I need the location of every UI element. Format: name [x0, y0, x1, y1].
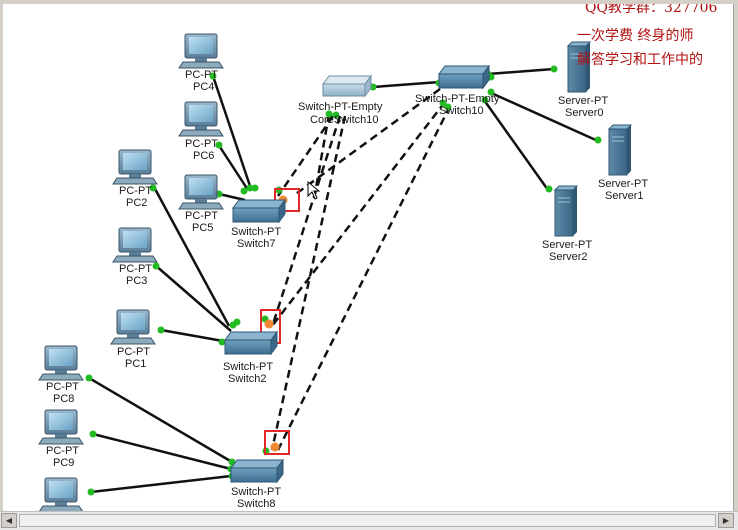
switch10-type: Switch-PT-Empty — [415, 93, 500, 105]
pc3-name: PC3 — [126, 275, 147, 287]
pc9-device: PC-PT PC9 — [38, 409, 84, 469]
uplinks — [270, 87, 452, 451]
link-pc6-switch7 — [216, 143, 250, 191]
server2-name: Server2 — [549, 251, 588, 263]
switch7-type: Switch-PT — [231, 226, 281, 238]
access-links — [88, 67, 599, 494]
switch2-device: Switch-PT Switch2 — [223, 330, 278, 385]
server1-name: Server1 — [605, 190, 644, 202]
link-pc2-switch2 — [152, 186, 231, 327]
pc6-device: PC-PT PC6 — [178, 101, 224, 162]
link-switch10-server0 — [487, 67, 555, 76]
mouse-cursor-icon — [307, 180, 321, 200]
switch8-name: Switch8 — [237, 498, 276, 510]
link-pc5-switch7 — [218, 192, 246, 202]
server2-device: Server-PT Server2 — [542, 185, 592, 263]
link-switch10-server1 — [488, 90, 599, 143]
switch8-type: Switch-PT — [231, 486, 281, 498]
link-pc10-switch8 — [90, 474, 232, 494]
scrollbar-thumb[interactable] — [19, 514, 716, 527]
server1-device: Server-PT Server1 — [598, 124, 648, 202]
pc8-name: PC8 — [53, 393, 74, 405]
server0-device: Server-PT Server0 — [558, 41, 608, 119]
topology-diagram: PC-PT PC4 PC-PT PC6 PC-PT PC5 — [38, 4, 717, 511]
uplink-core-switch8 — [270, 115, 347, 451]
watermark-line2: 一次学费 终身的师 — [577, 28, 693, 44]
uplink-switch10-switch7 — [292, 87, 441, 198]
pc4-type: PC-PT — [185, 69, 218, 81]
switch10-device: Switch-PT-Empty Switch10 — [415, 64, 500, 117]
uplink-core-switch7 — [276, 115, 335, 197]
scroll-left-icon[interactable]: ◀ — [1, 513, 17, 528]
link-pc3-switch2 — [154, 264, 232, 332]
server2-type: Server-PT — [542, 239, 592, 251]
pc6-type: PC-PT — [185, 138, 218, 150]
pc5-type: PC-PT — [185, 210, 218, 222]
watermark-line1: QQ教学群：327706 — [585, 4, 717, 16]
switch7-name: Switch7 — [237, 238, 276, 250]
scroll-right-icon[interactable]: ▶ — [718, 513, 734, 528]
pc3-type: PC-PT — [119, 263, 152, 275]
pc5-name: PC5 — [192, 222, 213, 234]
pc4-name: PC4 — [193, 81, 214, 93]
switch8-device: Switch-PT Switch8 — [230, 458, 284, 510]
pc3-device: PC-PT PC3 — [112, 227, 158, 287]
horizontal-scrollbar[interactable]: ◀ ▶ — [0, 511, 738, 530]
link-pc9-switch8 — [92, 432, 232, 471]
link-switch10-server2 — [482, 99, 550, 191]
link-lights — [85, 65, 602, 496]
link-pc8-switch8 — [88, 376, 233, 464]
watermark-line3: 解答学习和工作中的 — [577, 51, 703, 68]
server1-type: Server-PT — [598, 178, 648, 190]
link-pc4-switch7 — [211, 75, 252, 187]
pc2-device: PC-PT PC2 — [112, 149, 158, 209]
pc10-device — [39, 477, 83, 511]
pc1-name: PC1 — [125, 358, 146, 370]
core-switch10-name: CoreSwitch10 — [310, 114, 378, 126]
pc2-type: PC-PT — [119, 185, 152, 197]
pc9-type: PC-PT — [46, 445, 79, 457]
pc1-type: PC-PT — [117, 346, 150, 358]
pc5-device: PC-PT PC5 — [178, 174, 224, 234]
link-pc1-switch2 — [160, 328, 224, 343]
link-core-switch10 — [372, 80, 441, 89]
switch7-device: Switch-PT Switch7 — [231, 198, 286, 250]
switch2-type: Switch-PT — [223, 361, 273, 373]
pc1-device: PC-PT PC1 — [110, 309, 156, 370]
server0-name: Server0 — [565, 107, 604, 119]
server0-type: Server-PT — [558, 95, 608, 107]
pc8-device: PC-PT PC8 — [38, 345, 84, 405]
highlight-switch8-port — [264, 430, 290, 455]
watermark-overlay: QQ教学群：327706 一次学费 终身的师 解答学习和工作中的 — [577, 4, 717, 68]
switch2-name: Switch2 — [228, 373, 267, 385]
uplink-switch10-switch8 — [276, 105, 452, 451]
pc6-name: PC6 — [193, 150, 214, 162]
pc8-type: PC-PT — [46, 381, 79, 393]
core-switch10-type: Switch-PT-Empty — [298, 101, 383, 113]
uplink-switch10-switch2 — [271, 101, 446, 327]
core-switch10-device: Switch-PT-Empty CoreSwitch10 — [298, 74, 383, 126]
pc2-name: PC2 — [126, 197, 147, 209]
uplink-core-switch2 — [271, 115, 342, 325]
switch10-name: Switch10 — [439, 105, 484, 117]
logical-topology-canvas[interactable]: PC-PT PC4 PC-PT PC6 PC-PT PC5 — [3, 4, 734, 511]
pc9-name: PC9 — [53, 457, 74, 469]
pc4-device: PC-PT PC4 — [178, 33, 224, 93]
